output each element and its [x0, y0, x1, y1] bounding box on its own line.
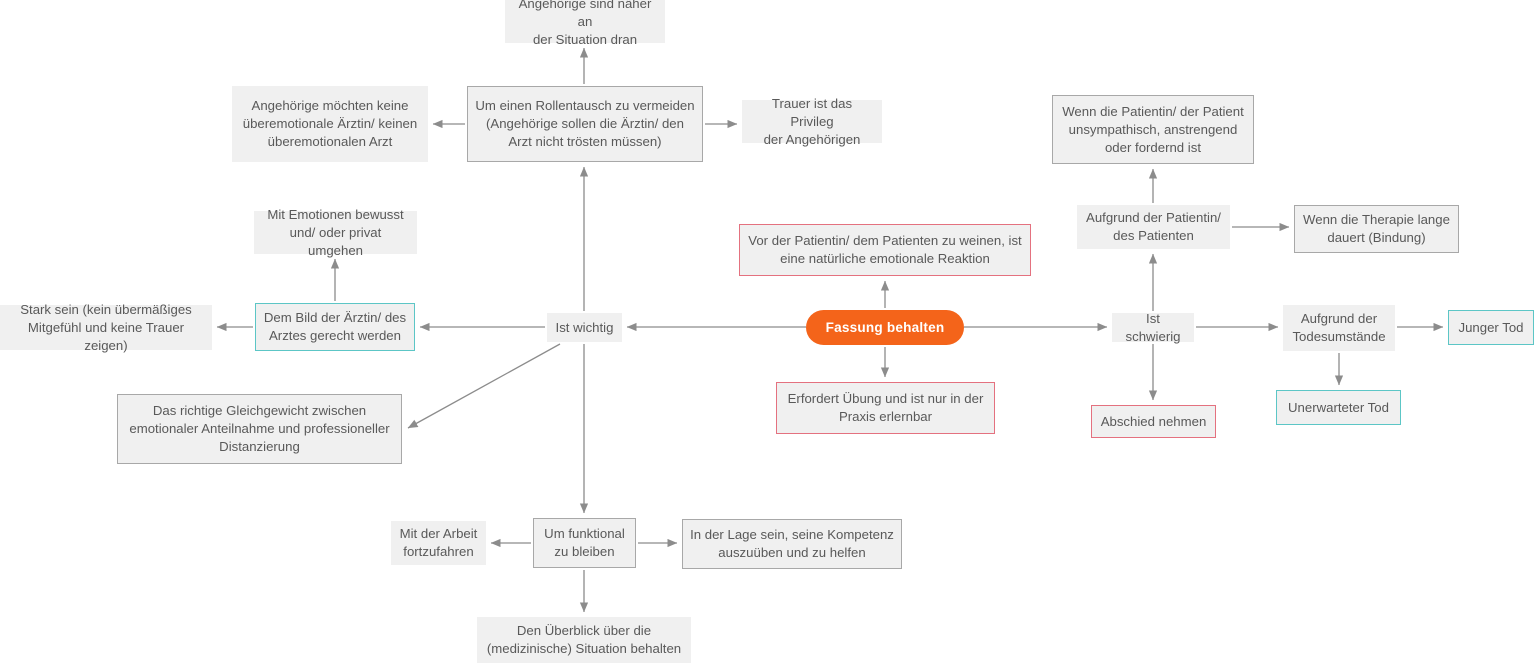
node-gleichgewicht[interactable]: Das richtige Gleichgewicht zwischen emot… — [117, 394, 402, 464]
node-ist-schwierig[interactable]: Ist schwierig — [1112, 311, 1194, 344]
node-ist-wichtig[interactable]: Ist wichtig — [547, 313, 622, 342]
node-vor-patient-weinen[interactable]: Vor der Patientin/ dem Patienten zu wein… — [739, 224, 1031, 276]
node-in-der-lage[interactable]: In der Lage sein, seine Kompetenz auszuü… — [682, 519, 902, 569]
node-ueberblick[interactable]: Den Überblick über die (medizinische) Si… — [477, 617, 691, 663]
node-abschied-nehmen[interactable]: Abschied nehmen — [1091, 405, 1216, 438]
node-angehoerige-naeher[interactable]: Angehörige sind näher an der Situation d… — [505, 0, 665, 47]
node-um-funktional[interactable]: Um funktional zu bleiben — [533, 518, 636, 568]
node-unsympathisch[interactable]: Wenn die Patientin/ der Patient unsympat… — [1052, 95, 1254, 164]
node-dem-bild-gerecht[interactable]: Dem Bild der Ärztin/ des Arztes gerecht … — [255, 303, 415, 351]
node-unerwarteter-tod[interactable]: Unerwarteter Tod — [1276, 390, 1401, 425]
node-stark-sein[interactable]: Stark sein (kein übermäßiges Mitgefühl u… — [0, 302, 212, 353]
node-todesumstaende[interactable]: Aufgrund der Todesumstände — [1283, 305, 1395, 351]
node-junger-tod[interactable]: Junger Tod — [1448, 310, 1534, 345]
node-erfordert-uebung[interactable]: Erfordert Übung und ist nur in der Praxi… — [776, 382, 995, 434]
edge-n_ist_wichtig-to-n_gleichgewicht — [407, 343, 561, 429]
node-mit-emotionen[interactable]: Mit Emotionen bewusst und/ oder privat u… — [254, 207, 417, 258]
node-trauer-privileg[interactable]: Trauer ist das Privileg der Angehörigen — [742, 96, 882, 147]
node-keine-ueberemotionale[interactable]: Angehörige möchten keine überemotionale … — [232, 86, 428, 162]
node-mit-der-arbeit[interactable]: Mit der Arbeit fortzufahren — [391, 521, 486, 565]
node-therapie-lange[interactable]: Wenn die Therapie lange dauert (Bindung) — [1294, 205, 1459, 253]
node-center[interactable]: Fassung behalten — [806, 310, 964, 345]
node-aufgrund-patient[interactable]: Aufgrund der Patientin/ des Patienten — [1077, 205, 1230, 249]
node-rollentausch[interactable]: Um einen Rollentausch zu vermeiden (Ange… — [467, 86, 703, 162]
